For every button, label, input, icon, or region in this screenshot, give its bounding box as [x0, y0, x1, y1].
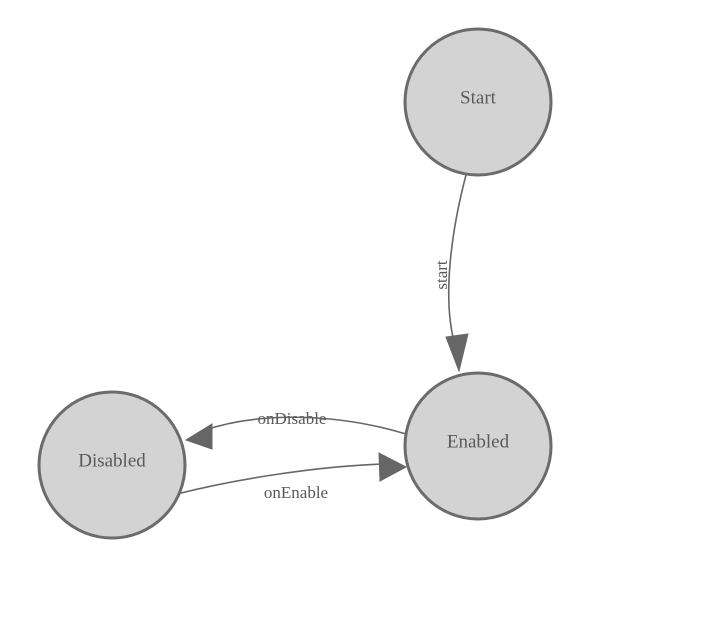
- edge-disabled-to-enabled[interactable]: [176, 452, 408, 495]
- node-start-label: Start: [460, 87, 497, 108]
- node-disabled[interactable]: Disabled: [37, 390, 187, 540]
- edge-enabled-to-disabled[interactable]: [184, 416, 407, 450]
- node-enabled-label: Enabled: [447, 431, 510, 452]
- node-enabled-circle: [403, 371, 553, 521]
- edge-enabled-to-disabled-path: [204, 416, 407, 435]
- edge-disabled-to-enabled-path: [176, 463, 384, 495]
- node-start[interactable]: Start: [403, 27, 553, 177]
- edge-label-on-disable: onDisable: [258, 409, 327, 428]
- edge-enabled-to-disabled-arrowhead-icon: [184, 423, 213, 450]
- node-disabled-label: Disabled: [78, 450, 146, 471]
- edge-disabled-to-enabled-arrowhead-icon: [378, 452, 408, 482]
- edge-label-start: start: [432, 260, 451, 290]
- edge-label-on-enable: onEnable: [264, 483, 328, 502]
- node-disabled-circle: [37, 390, 187, 540]
- edge-start-to-enabled-path: [447, 174, 467, 346]
- edge-start-to-enabled-arrowhead-icon: [445, 333, 469, 373]
- node-start-circle: [403, 27, 553, 177]
- node-enabled[interactable]: Enabled: [403, 371, 553, 521]
- edge-start-to-enabled[interactable]: [445, 174, 469, 373]
